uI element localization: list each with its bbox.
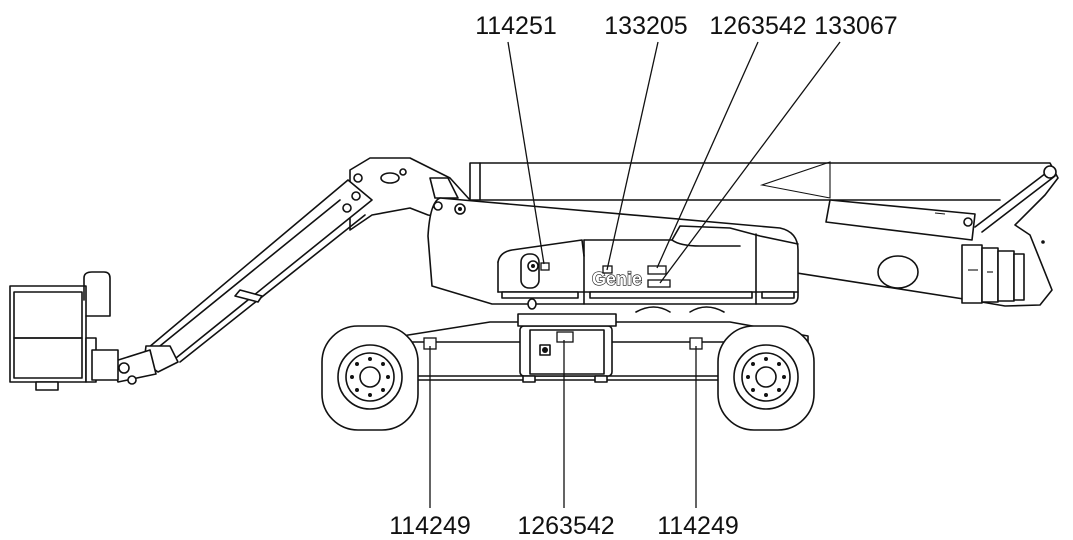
leader-line-133205 bbox=[606, 41, 659, 271]
callout-label-114251: 114251 bbox=[475, 12, 557, 40]
decal-marker-114251 bbox=[540, 262, 550, 271]
articulating-jib bbox=[111, 157, 471, 385]
chassis bbox=[401, 313, 809, 383]
left-wheel bbox=[321, 325, 419, 431]
right-wheel bbox=[717, 325, 815, 431]
leader-line-133067 bbox=[659, 41, 841, 284]
leader-line-1263542-top bbox=[656, 41, 759, 269]
callout-label-114249-left: 114249 bbox=[389, 512, 471, 540]
leader-line-114251 bbox=[507, 41, 545, 265]
decal-marker-133067 bbox=[647, 279, 671, 288]
callout-label-133067: 133067 bbox=[814, 12, 897, 40]
genie-logo: Genie bbox=[592, 269, 642, 289]
decal-marker-1263542-bottom bbox=[556, 331, 574, 343]
callout-label-1263542-top: 1263542 bbox=[709, 12, 806, 40]
callout-label-114249-right: 114249 bbox=[657, 512, 739, 540]
turntable-hood bbox=[427, 197, 799, 313]
decal-marker-1263542-top bbox=[647, 265, 667, 275]
platform-basket bbox=[9, 271, 119, 391]
callout-label-133205: 133205 bbox=[604, 12, 687, 40]
callout-label-1263542-bottom: 1263542 bbox=[517, 512, 614, 540]
